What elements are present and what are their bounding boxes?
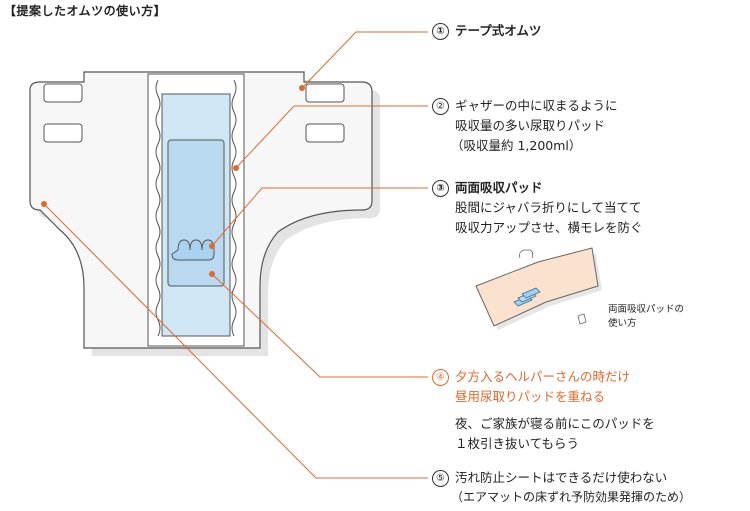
- leader-3: [211, 187, 428, 247]
- item-2-line-3: （吸収量約 1,200ml）: [451, 138, 582, 153]
- diagram-title: 【提案したオムツの使い方】: [4, 4, 167, 18]
- item-5-label: ⑤ 汚れ防止シートはできるだけ使わない: [432, 468, 667, 487]
- item-4-sub-1: 夜、ご家族が寝る前にこのパッドを: [455, 416, 655, 431]
- inset-caption-2: 使い方: [608, 318, 637, 329]
- inset-body: [475, 247, 599, 327]
- item-4-line-2: 昼用尿取りパッドを重ねる: [455, 389, 606, 404]
- item-2-line-1: ギャザーの中に収まるように: [455, 98, 618, 113]
- leader-1: [301, 31, 428, 89]
- item-1-number: ①: [432, 23, 449, 40]
- item-3-sub-2: 吸収力アップさせ、横モレを防ぐ: [455, 220, 643, 235]
- leader-4-dot: [209, 271, 215, 277]
- tape-right-top: [305, 83, 345, 103]
- inset-caption-1: 両面吸収パッドの: [608, 304, 685, 315]
- leader-2-dot: [233, 165, 239, 171]
- leader-5: [43, 203, 428, 479]
- inset-edge: [519, 249, 534, 259]
- gather-right: [231, 79, 237, 337]
- item-5-number: ⑤: [432, 470, 449, 487]
- item-5-line-2: （エアマットの床ずれ予防効果発揮のため）: [451, 490, 692, 504]
- tape-right-bottom: [305, 123, 345, 143]
- inset-illustration: [475, 247, 602, 330]
- item-1-line-1: テープ式オムツ: [455, 23, 542, 38]
- day-pad: [167, 139, 225, 287]
- item-3-sub-1: 股間にジャバラ折りにして当てて: [455, 200, 642, 215]
- item-2-number: ②: [432, 98, 449, 115]
- leader-5-dot: [41, 201, 47, 207]
- item-2-line-2: 吸収量の多い尿取りパッド: [455, 118, 606, 133]
- inset-edge-2: [577, 313, 587, 325]
- leader-2: [235, 105, 428, 169]
- tape-left-top: [43, 83, 83, 103]
- item-4-line-1: 夕方入るヘルパーさんの時だけ: [455, 369, 631, 384]
- inset-accordion-pad: [513, 287, 541, 307]
- leader-4: [211, 273, 428, 378]
- leader-3-dot: [209, 243, 215, 249]
- tape-left-bottom: [43, 123, 83, 143]
- item-1-label: ① テープ式オムツ: [432, 21, 541, 40]
- item-4-sub-2: １枚引き抜いてもらう: [455, 436, 580, 451]
- item-2-label: ② ギャザーの中に収まるように: [432, 96, 618, 115]
- gather-left: [155, 79, 161, 337]
- accordion-pad: [171, 239, 215, 261]
- item-4-label: ④ 夕方入るヘルパーさんの時だけ: [432, 367, 630, 386]
- item-5-line-1: 汚れ防止シートはできるだけ使わない: [455, 470, 668, 485]
- item-3-number: ③: [432, 180, 449, 197]
- item-3-line-1: 両面吸収パッド: [455, 180, 543, 195]
- item-4-number: ④: [432, 369, 449, 386]
- item-3-label: ③ 両面吸収パッド: [432, 178, 543, 197]
- leader-1-dot: [299, 85, 305, 91]
